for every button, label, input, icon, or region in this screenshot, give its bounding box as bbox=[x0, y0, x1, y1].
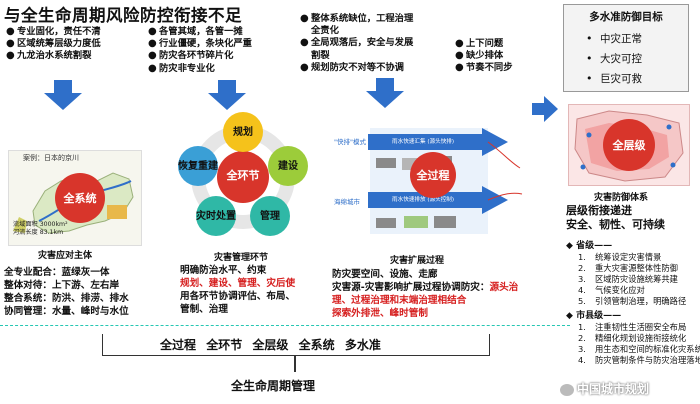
bullet-text: 规划防灾不对等不协调 bbox=[311, 61, 404, 73]
label-sponge-city: 海绵城市 bbox=[334, 198, 360, 206]
bullet-text: 全责化 bbox=[311, 25, 339, 37]
goal-item: •巨灾可救 bbox=[586, 72, 642, 85]
bullet-text: 上下问题 bbox=[466, 38, 504, 49]
map-legend: 流域面积 3000km² 河流长度 83.1km bbox=[13, 221, 68, 236]
panel4-headline: 层级衔接递进 安全、韧性、可持续 bbox=[566, 204, 665, 231]
panel4-caption: 灾害防御体系 bbox=[594, 193, 649, 203]
province-label: ◆ 省级—— bbox=[566, 241, 613, 251]
panel3-text: 防灾要空间、设施、走廊 灾害源-灾害影响扩展过程协调防灾：源头治 理、过程治理和… bbox=[332, 269, 519, 320]
panel1-text: 全专业配合：蓝绿灰一体 整体对待：上下游、左右岸 整合系统：防洪、排涝、排水 协… bbox=[4, 267, 129, 318]
map-caption: 案例：日本的京川 bbox=[23, 154, 79, 162]
wechat-icon bbox=[560, 383, 574, 396]
down-arrow-icon bbox=[44, 80, 82, 110]
defense-goals-box: 多水准防御目标 •中灾正常 •大灾可控 •巨灾可救 bbox=[563, 4, 689, 92]
column3-bullets: ●整体系统缺位，工程治理 全责化 ●全局观落后，安全与发展 割裂 ●规划防灾不对… bbox=[300, 13, 414, 73]
bullet-text: 整体系统缺位，工程治理 bbox=[311, 13, 414, 24]
ring-node-manage: 管理 bbox=[250, 196, 290, 236]
flow-caption: 雨水快速排放 (源头控制) bbox=[392, 197, 455, 203]
levels-map: 全层级 bbox=[568, 104, 690, 186]
goal-item: •大灾可控 bbox=[586, 52, 642, 65]
bullet-text: 防灾各环节碎片化 bbox=[159, 50, 234, 62]
panel3-caption: 灾害扩展过程 bbox=[390, 256, 445, 266]
down-arrow-icon bbox=[208, 80, 246, 110]
ring-node-build: 建设 bbox=[268, 146, 308, 186]
flow-caption: 雨水快速汇集 (源头快排) bbox=[392, 139, 455, 145]
province-list: 1.统筹设定灾害情景 2.重大灾害源整体性防御 3.区域防灾设施统筹共建 4.气… bbox=[578, 252, 687, 306]
bracket-stem bbox=[294, 356, 296, 372]
system-circle: 全系统 bbox=[55, 173, 105, 223]
goals-title: 多水准防御目标 bbox=[589, 11, 663, 23]
bullet-text: 区域统筹层级力度低 bbox=[17, 38, 101, 50]
right-arrow-icon bbox=[532, 96, 558, 122]
ring-node-plan: 规划 bbox=[223, 112, 263, 152]
bullet-text: 专业固化，责任不清 bbox=[17, 26, 101, 37]
panel2-text: 明确防治水平、约束 规划、建设、管理、灾后使 用各环节协调评估、布局、 管制、治… bbox=[180, 265, 296, 316]
process-diagram: "快排"模式 海绵城市 雨水快速汇集 (源头快排) 雨水快速排放 (源头控制) … bbox=[332, 122, 532, 242]
city-label: ◆ 市县级—— bbox=[566, 311, 622, 321]
panel1-caption: 灾害应对主体 bbox=[38, 251, 93, 261]
bullet-text: 割裂 bbox=[311, 49, 330, 61]
city-list: 1.注重韧性生活圈安全布局 2.精细化规划设施衔接统化 3.用生态和空间的标准化… bbox=[578, 322, 700, 365]
column4-bullets: ●上下问题 ●缺少排体 ●节奏不同步 bbox=[455, 38, 513, 74]
ring-center: 全环节 bbox=[226, 169, 260, 182]
page-title: 与全生命周期风险防控衔接不足 bbox=[4, 6, 242, 25]
river-map: 案例：日本的京川 全系统 流域面积 3000km² 河流长度 83.1km bbox=[8, 150, 142, 246]
column1-bullets: ●专业固化，责任不清 ●区域统筹层级力度低 ●九龙治水系统割裂 bbox=[6, 26, 101, 62]
ring-node-recover: 恢复重建 bbox=[178, 146, 218, 186]
process-circle: 全过程 bbox=[410, 152, 456, 198]
bullet-text: 各管其域，各管一摊 bbox=[159, 26, 243, 37]
bottom-title: 全生命周期管理 bbox=[231, 379, 316, 393]
bullet-text: 行业僵硬，条块化严重 bbox=[159, 38, 252, 50]
bottom-bracket bbox=[102, 334, 490, 356]
bullet-text: 节奏不同步 bbox=[466, 62, 513, 74]
ring-node-disaster: 灾时处置 bbox=[196, 196, 236, 236]
bullet-text: 缺少排体 bbox=[466, 50, 504, 62]
watermark: 中国城市规划 bbox=[560, 380, 649, 397]
separator-line bbox=[0, 325, 570, 326]
bullet-text: 九龙治水系统割裂 bbox=[17, 50, 92, 62]
panel2-caption: 灾害管理环节 bbox=[214, 253, 269, 263]
levels-circle: 全层级 bbox=[603, 119, 655, 171]
column2-bullets: ●各管其域，各管一摊 ●行业僵硬，条块化严重 ●防灾各环节碎片化 ●防灾非专业化 bbox=[148, 26, 252, 74]
bullet-text: 全局观落后，安全与发展 bbox=[311, 37, 414, 49]
bottom-items: 全过程 全环节 全层级 全系统 多水准 bbox=[160, 338, 381, 352]
label-fast-drain: "快排"模式 bbox=[334, 138, 366, 146]
goal-item: •中灾正常 bbox=[586, 32, 642, 45]
bullet-text: 防灾非专业化 bbox=[159, 62, 215, 74]
lifecycle-ring: 全环节 规划 建设 管理 灾时处置 恢复重建 bbox=[178, 112, 308, 242]
down-arrow-icon bbox=[366, 78, 404, 108]
